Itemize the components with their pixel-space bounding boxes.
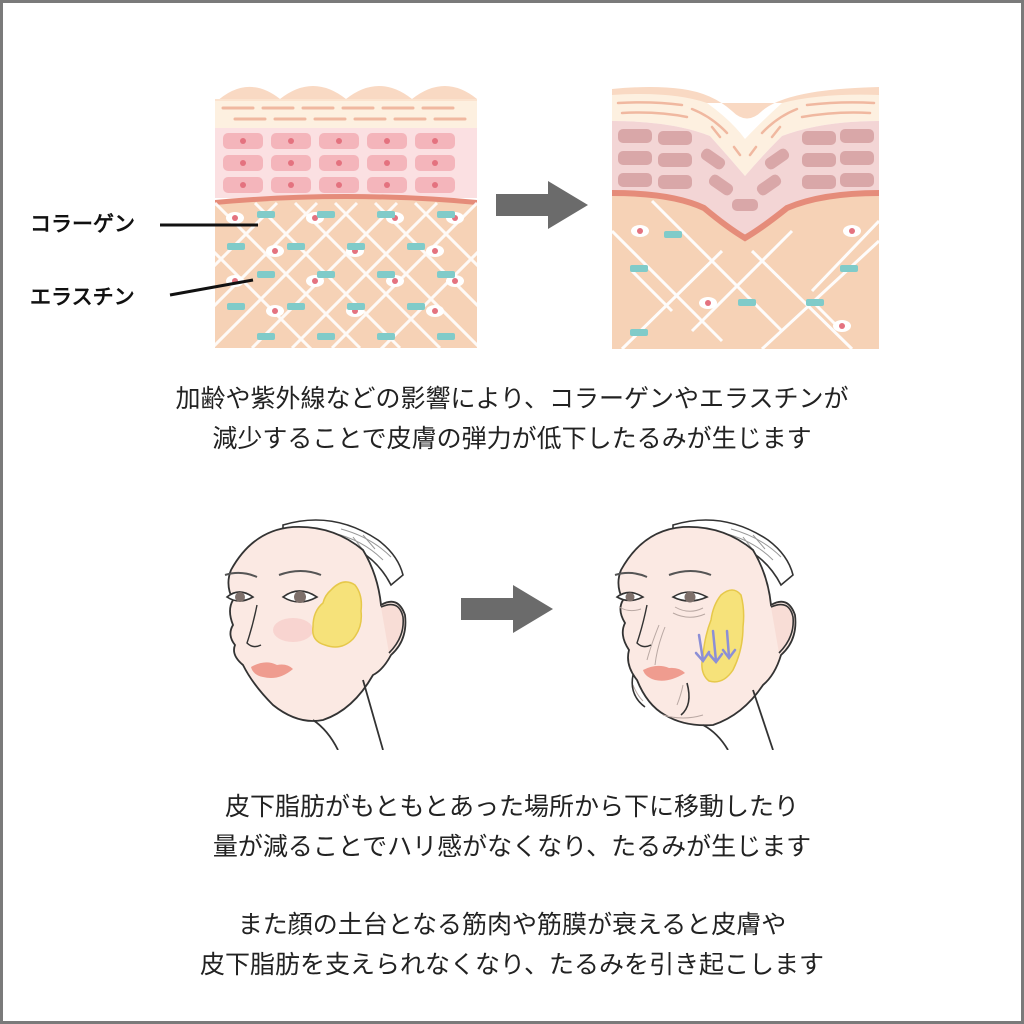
skin-caption-line-1: 加齢や紫外線などの影響により、コラーゲンやエラスチンが [175, 384, 849, 413]
fat-caption-line-2: 量が減ることでハリ感がなくなり、たるみが生じます [212, 832, 812, 861]
leader-lines [160, 223, 258, 297]
aged-face-illustration [614, 519, 797, 750]
young-skin-diagram [215, 86, 477, 348]
elastin-label: エラスチン [30, 284, 135, 309]
muscle-caption-line-1: また顔の土台となる筋肉や筋膜が衰えると皮膚や [237, 910, 787, 939]
right-arrow-icon [461, 585, 553, 633]
aged-skin-diagram [612, 87, 879, 349]
right-arrow-icon [496, 181, 588, 229]
muscle-caption-line-2: 皮下脂肪を支えられなくなり、たるみを引き起こします [199, 950, 824, 979]
young-face-illustration [224, 519, 407, 750]
skin-caption-line-2: 減少することで皮膚の弾力が低下したるみが生じます [212, 424, 812, 453]
collagen-label: コラーゲン [30, 211, 135, 236]
fat-caption-line-1: 皮下脂肪がもともとあった場所から下に移動したり [224, 792, 799, 821]
